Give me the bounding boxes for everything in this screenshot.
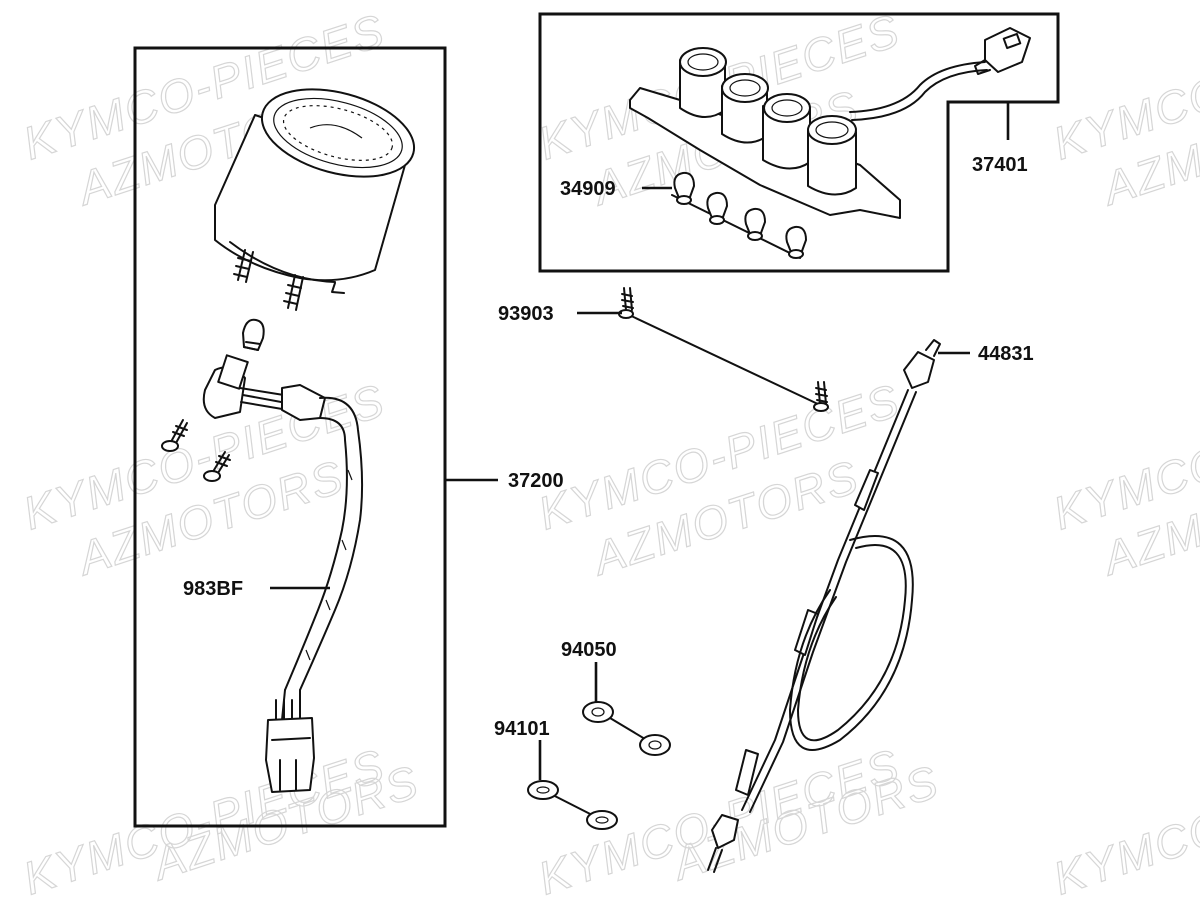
callout-44831: 44831	[978, 343, 1034, 365]
callout-37401: 37401	[972, 154, 1028, 176]
callout-93903: 93903	[498, 303, 554, 325]
speedometer-assembly-box	[133, 46, 447, 828]
harness-drawing	[202, 354, 364, 793]
indicator-bulbs-drawing	[671, 171, 807, 259]
speedometer-cable-drawing	[707, 339, 941, 873]
gauge-bulb-drawing	[242, 318, 265, 351]
callout-34909: 34909	[560, 178, 616, 200]
left-screws-drawing	[161, 419, 231, 482]
callout-94101: 94101	[494, 718, 550, 740]
indicator-panel-box	[538, 12, 1060, 273]
watermark-group: KYMCO-PIECES AZMOTORS KYMCO-PIECES AZMOT…	[16, 3, 1200, 900]
callout-983BF: 983BF	[183, 578, 243, 600]
indicator-panel-drawing	[629, 27, 1031, 219]
washers-drawing	[527, 780, 618, 830]
speedometer-gauge-drawing	[214, 88, 416, 311]
leader-lines	[270, 102, 1010, 780]
watermark-line1: KYMCO-PIECES	[1047, 739, 1200, 900]
callout-94050: 94050	[561, 639, 617, 661]
nuts-drawing	[582, 701, 671, 756]
screws-93903-drawing	[618, 287, 829, 412]
callout-37200: 37200	[508, 470, 564, 492]
